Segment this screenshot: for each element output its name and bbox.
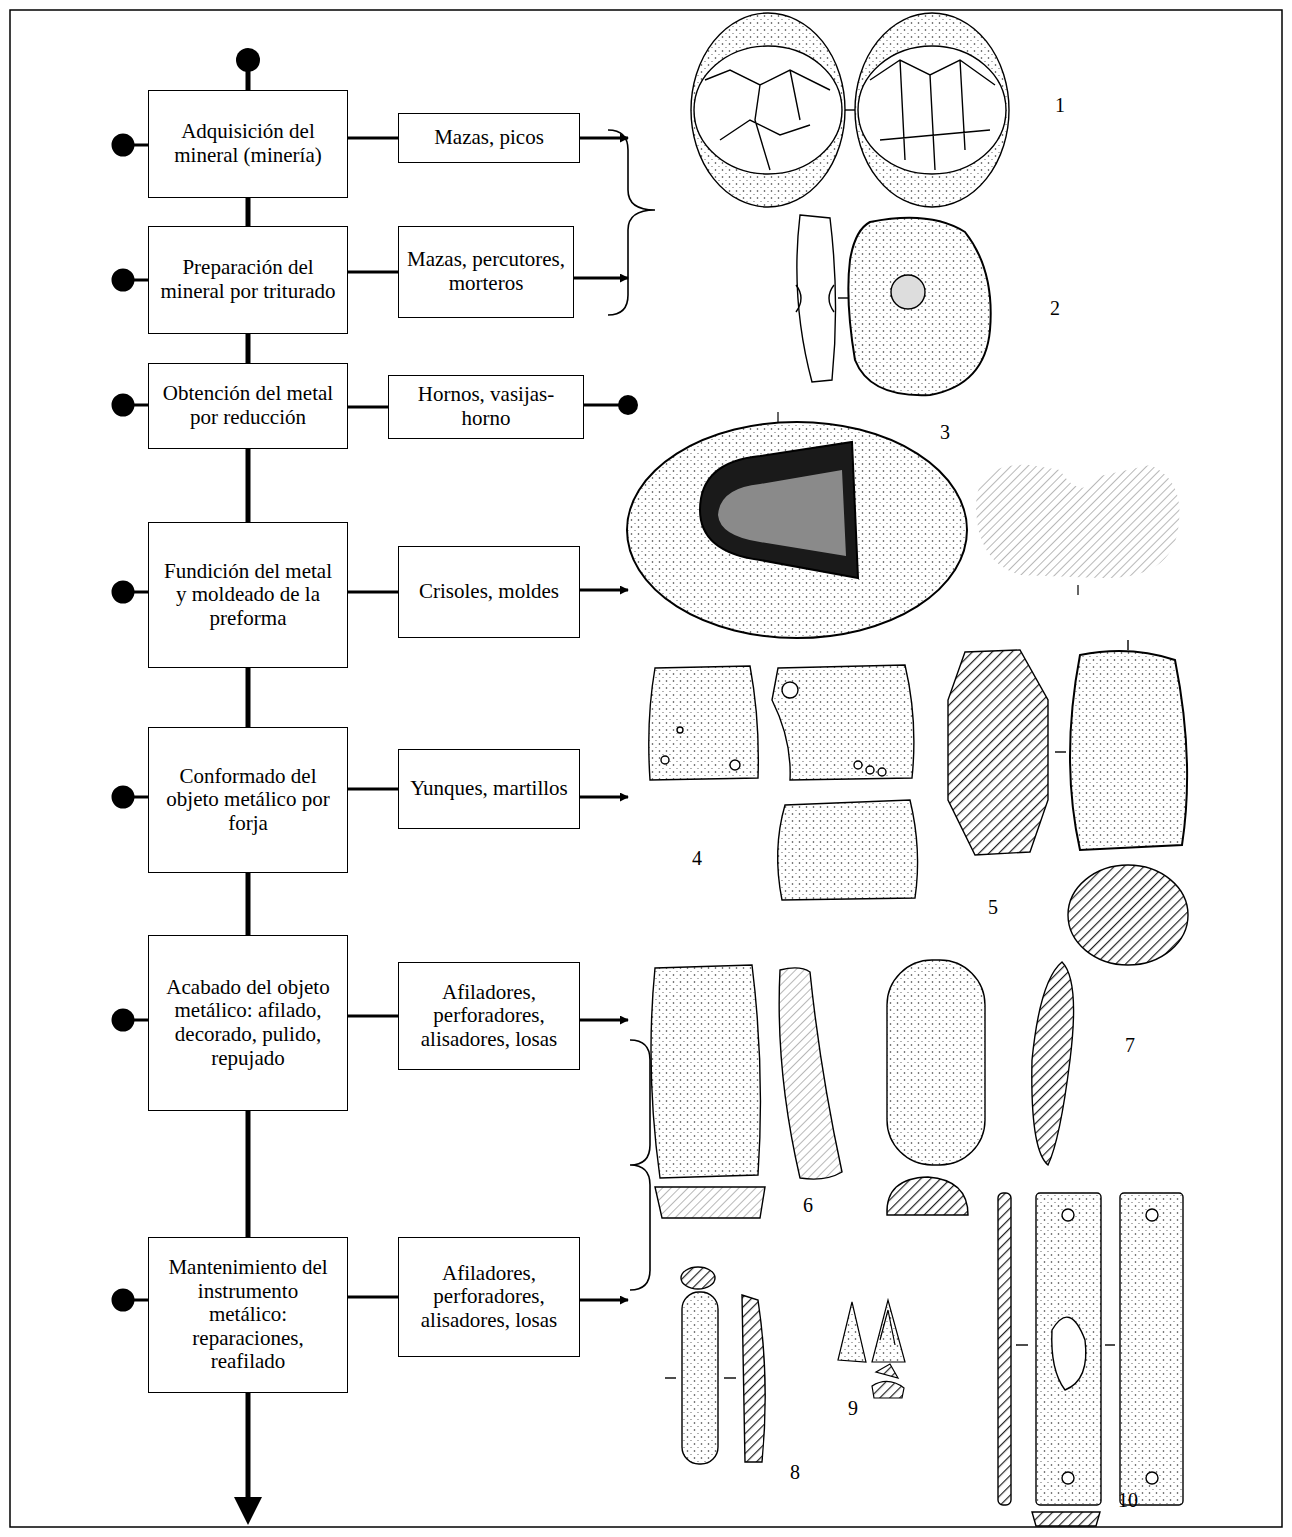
callout-number: 5 [988, 896, 998, 919]
node-text: Yunques, martillos [410, 777, 568, 801]
tool-connector [348, 271, 398, 274]
spine-arrowhead [234, 1497, 262, 1525]
tool-box: Yunques, martillos [398, 749, 580, 829]
process-box: Preparación del mineral por triturado [148, 226, 348, 334]
node-text: Adquisición del mineral (minería) [157, 120, 339, 167]
node-text: Mantenimiento del instrumento metálico: … [157, 1256, 339, 1374]
spine-connector [246, 668, 251, 727]
node-text: Acabado del objeto metálico: afilado, de… [157, 976, 339, 1070]
process-box: Obtención del metal por reducción [148, 363, 348, 449]
tool-connector [348, 1015, 398, 1018]
tool-connector [348, 788, 398, 791]
spine-connector [246, 449, 251, 522]
figure-5 [948, 640, 1188, 965]
spine-connector [246, 334, 251, 363]
spine-connector [246, 873, 251, 935]
end-dot [618, 395, 638, 415]
tool-box: Mazas, picos [398, 113, 580, 163]
spine-connector [246, 1111, 251, 1237]
process-box: Acabado del objeto metálico: afilado, de… [148, 935, 348, 1111]
node-text: Afiladores, perforadores, alisadores, lo… [407, 1262, 571, 1333]
callout-number: 10 [1118, 1489, 1138, 1512]
spine-connector [246, 198, 251, 226]
process-box: Adquisición del mineral (minería) [148, 90, 348, 198]
tool-box: Afiladores, perforadores, alisadores, lo… [398, 1237, 580, 1357]
start-dot [236, 48, 260, 72]
tool-box: Afiladores, perforadores, alisadores, lo… [398, 962, 580, 1070]
figure-8 [665, 1267, 765, 1464]
node-text: Obtención del metal por reducción [157, 382, 339, 429]
node-text: Afiladores, perforadores, alisadores, lo… [407, 981, 571, 1052]
callout-number: 3 [940, 421, 950, 444]
callout-number: 7 [1125, 1034, 1135, 1057]
tool-connector [348, 591, 398, 594]
figure-9 [838, 1300, 905, 1398]
node-text: Conformado del objeto metálico por forja [157, 765, 339, 836]
callout-number: 8 [790, 1461, 800, 1484]
tool-connector [348, 137, 398, 140]
node-text: Mazas, picos [434, 126, 544, 150]
process-box: Fundición del metal y moldeado de la pre… [148, 522, 348, 668]
figure-10 [998, 1193, 1183, 1526]
figure-6 [651, 965, 842, 1218]
figure-2 [796, 215, 991, 395]
node-text: Fundición del metal y moldeado de la pre… [157, 560, 339, 631]
figure-7 [887, 960, 1074, 1215]
side-dots [113, 135, 150, 1310]
tool-connector [348, 1296, 398, 1299]
process-box: Mantenimiento del instrumento metálico: … [148, 1237, 348, 1393]
node-text: Mazas, percutores, morteros [407, 248, 565, 295]
callout-number: 9 [848, 1397, 858, 1420]
tool-box: Crisoles, moldes [398, 546, 580, 638]
tool-box: Mazas, percutores, morteros [398, 226, 574, 318]
node-text: Preparación del mineral por triturado [157, 256, 339, 303]
frame [10, 10, 1282, 1527]
process-box: Conformado del objeto metálico por forja [148, 727, 348, 873]
callout-number: 4 [692, 847, 702, 870]
tool-box: Hornos, vasijas-horno [388, 375, 584, 439]
node-text: Hornos, vasijas-horno [397, 383, 575, 430]
figure-1 [691, 13, 1009, 207]
callout-number: 6 [803, 1194, 813, 1217]
figure-3 [627, 412, 1179, 638]
tool-connector [348, 406, 388, 409]
callout-number: 1 [1055, 94, 1065, 117]
figure-4 [649, 665, 918, 900]
node-text: Crisoles, moldes [419, 580, 559, 604]
callout-number: 2 [1050, 297, 1060, 320]
brace [608, 130, 655, 1290]
